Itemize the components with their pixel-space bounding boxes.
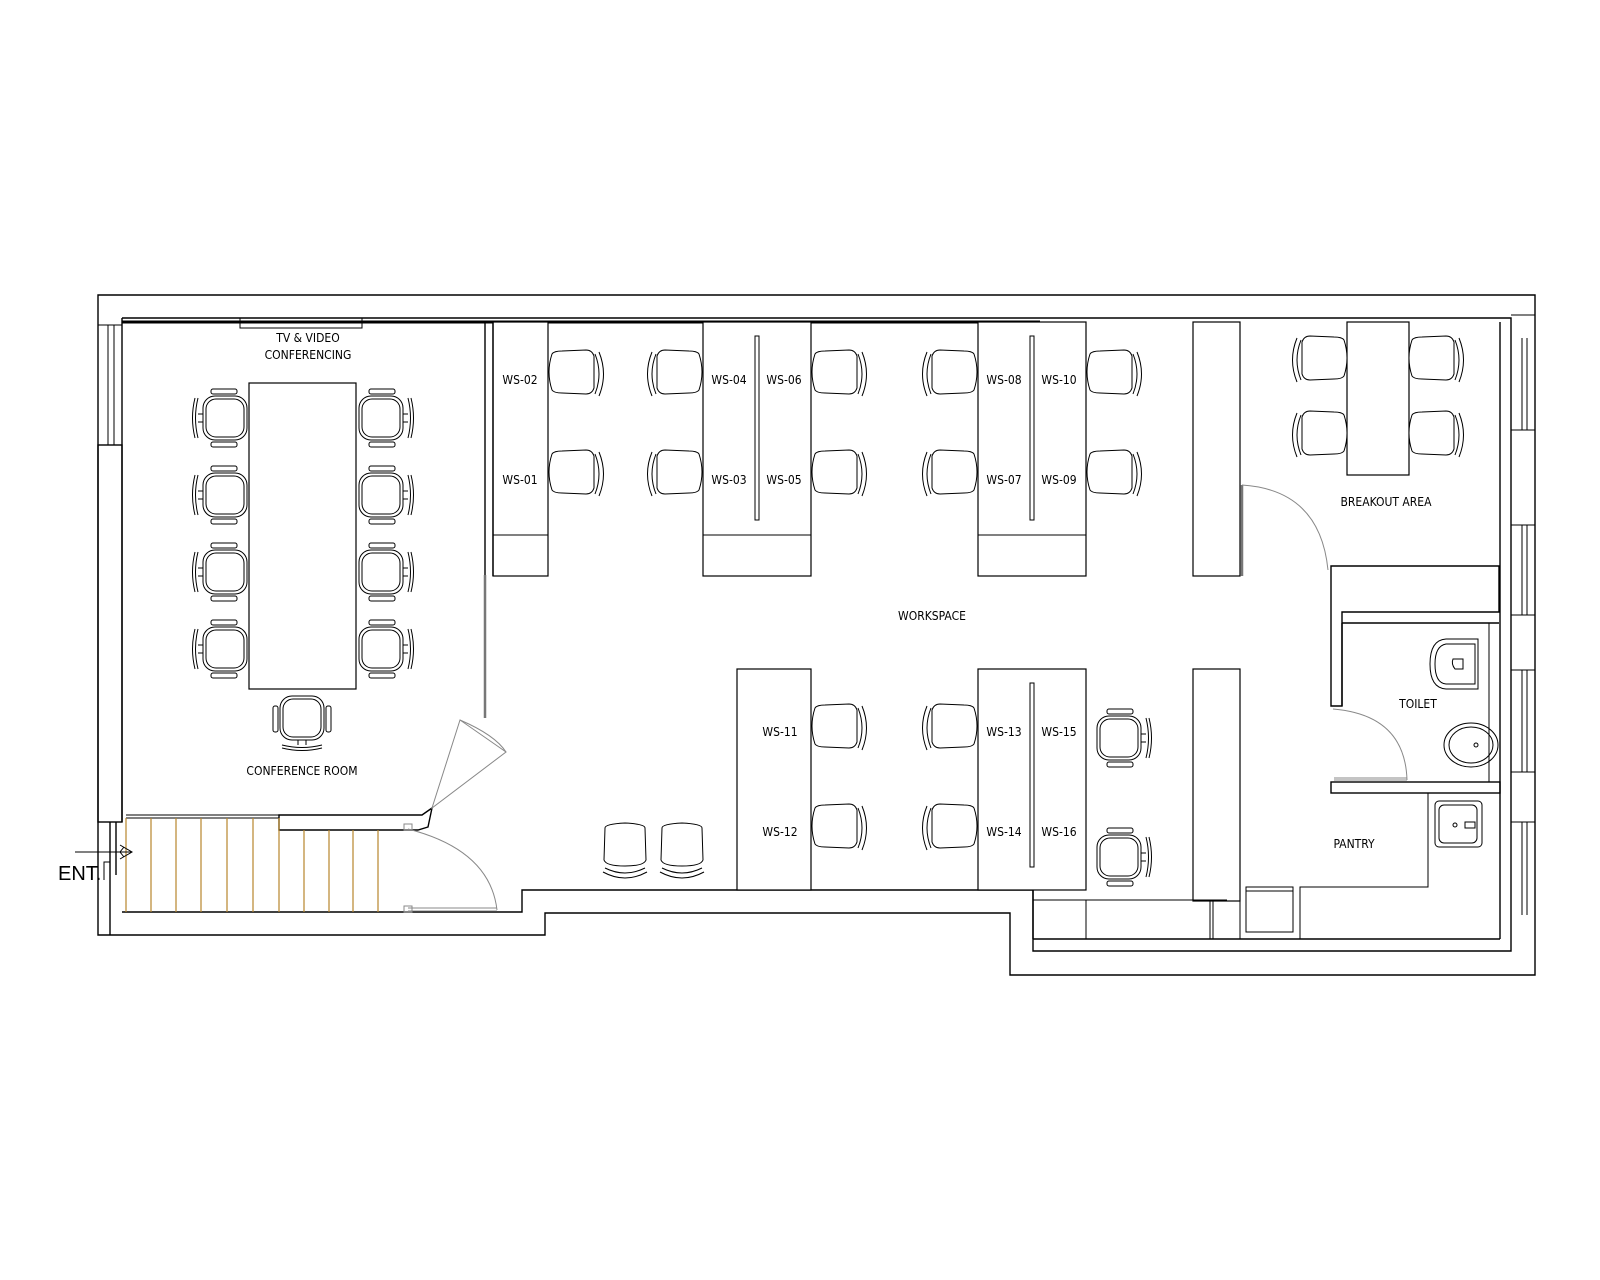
conferencing-label: CONFERENCING bbox=[265, 348, 352, 362]
workstation-label[interactable]: WS-10 bbox=[1041, 373, 1076, 387]
entrance-marker[interactable]: ENT. bbox=[58, 844, 133, 885]
workstation-label[interactable]: WS-15 bbox=[1041, 725, 1076, 739]
conference-table bbox=[248, 382, 357, 690]
workstation-label[interactable]: WS-12 bbox=[762, 825, 797, 839]
appliance bbox=[1245, 886, 1294, 933]
sink-icon bbox=[1434, 800, 1483, 848]
breakout-area-label: BREAKOUT AREA bbox=[1340, 495, 1432, 509]
workstation-label[interactable]: WS-02 bbox=[502, 373, 537, 387]
workstation-label[interactable]: WS-14 bbox=[986, 825, 1021, 839]
workstation-label[interactable]: WS-11 bbox=[762, 725, 797, 739]
right-windows bbox=[1510, 314, 1536, 915]
entrance-label: ENT. bbox=[58, 863, 101, 885]
staircase bbox=[125, 818, 379, 912]
entrance-door bbox=[403, 823, 498, 913]
left-wall-detail bbox=[97, 324, 123, 935]
workstations-top bbox=[492, 321, 1241, 577]
bottom-counter bbox=[1033, 899, 1500, 940]
workstation-label[interactable]: WS-08 bbox=[986, 373, 1021, 387]
pantry-label: PANTRY bbox=[1333, 837, 1375, 851]
conference-room-label: CONFERENCE ROOM bbox=[246, 764, 357, 778]
workstation-label[interactable]: WS-01 bbox=[502, 473, 537, 487]
workstation-label[interactable]: WS-16 bbox=[1041, 825, 1076, 839]
tv-label: TV & VIDEO bbox=[275, 331, 339, 345]
workstation-label[interactable]: WS-13 bbox=[986, 725, 1021, 739]
workstation-label[interactable]: WS-05 bbox=[766, 473, 801, 487]
workstation-label[interactable]: WS-06 bbox=[766, 373, 801, 387]
toilet-room: TOILET bbox=[1330, 565, 1500, 782]
workspace-label: WORKSPACE bbox=[898, 609, 966, 623]
workstation-label[interactable]: WS-07 bbox=[986, 473, 1021, 487]
workstation-label[interactable]: WS-09 bbox=[1041, 473, 1076, 487]
toilet-label: TOILET bbox=[1398, 697, 1437, 711]
conference-room: TV & VIDEO CONFERENCING CONFERENCE ROOM bbox=[126, 322, 507, 831]
breakout-area: BREAKOUT AREA bbox=[1240, 321, 1464, 576]
tv-screen bbox=[239, 317, 363, 329]
workstation-label[interactable]: WS-04 bbox=[711, 373, 746, 387]
breakout-table bbox=[1346, 321, 1410, 476]
workstation-label[interactable]: WS-03 bbox=[711, 473, 746, 487]
workstations-bottom bbox=[602, 668, 1241, 902]
pantry: PANTRY bbox=[1245, 781, 1501, 939]
